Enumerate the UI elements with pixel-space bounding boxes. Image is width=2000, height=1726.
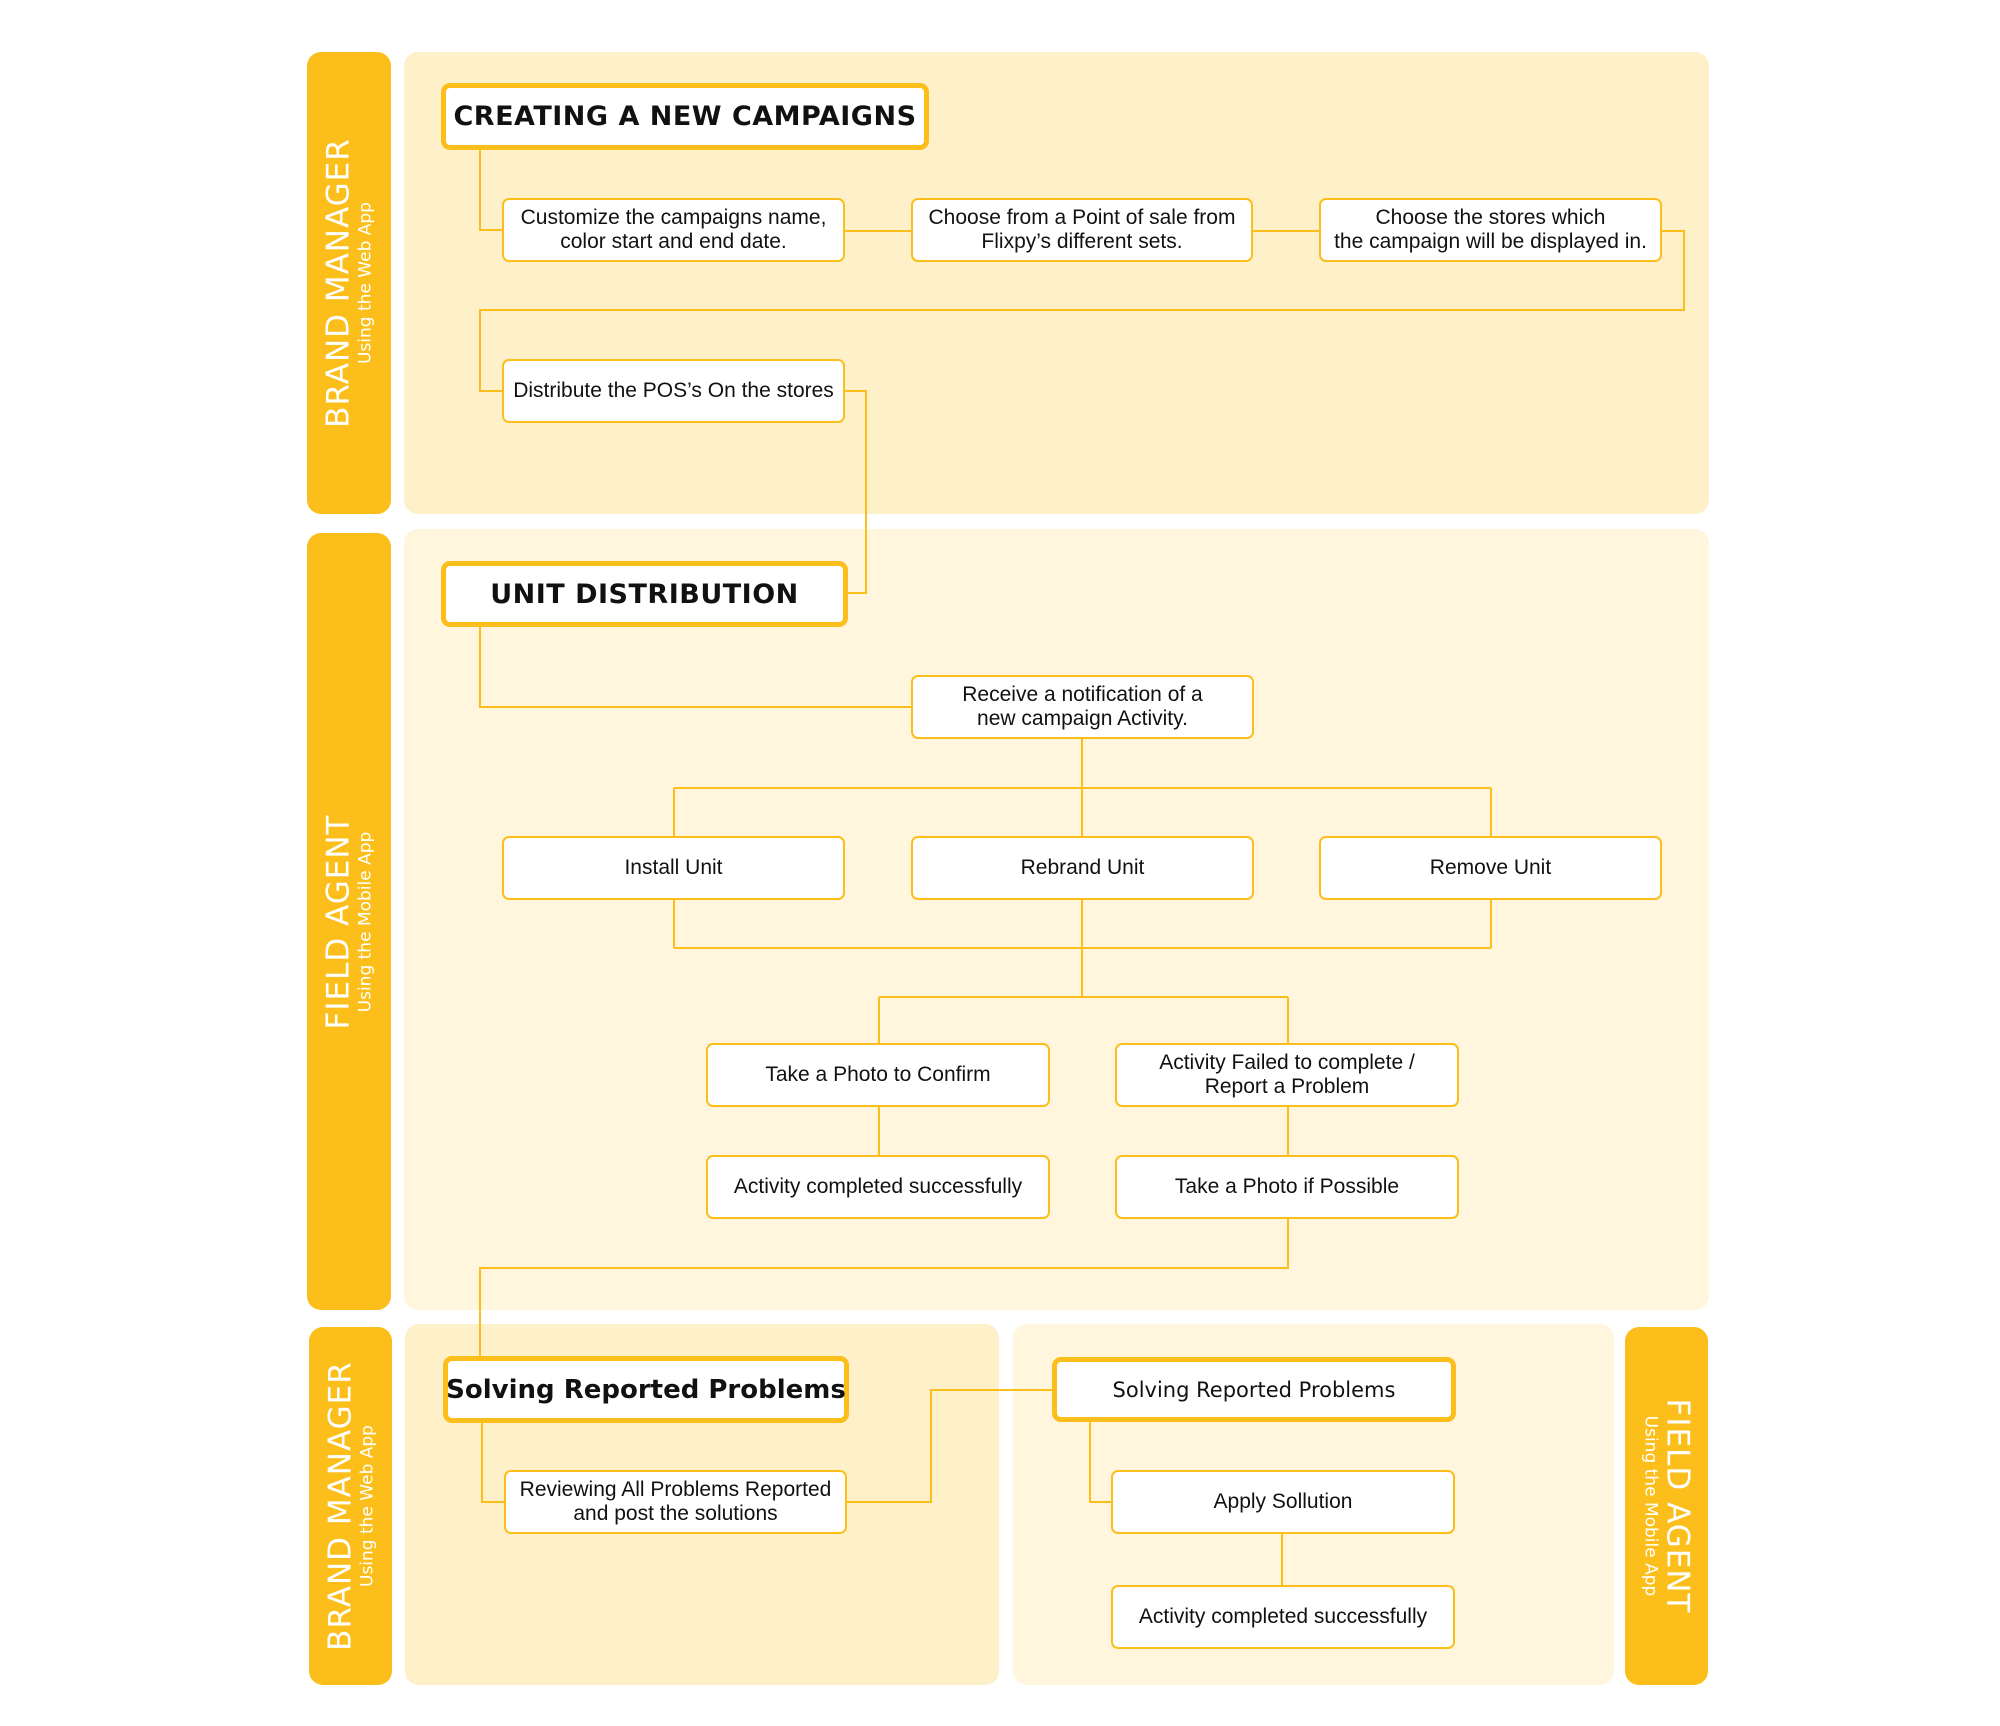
- solving-problems-manager-header: Solving Reported Problems: [443, 1356, 849, 1423]
- lane-label-field-agent-right: FIELD AGENT Using the Mobile App: [1625, 1327, 1708, 1685]
- lane-label-field-agent-middle: FIELD AGENT Using the Mobile App: [307, 533, 391, 1310]
- take-photo-possible-node: Take a Photo if Possible: [1115, 1155, 1459, 1219]
- rebrand-unit-node: Rebrand Unit: [911, 836, 1254, 900]
- activity-completed-agent-node: Activity completed successfully: [1111, 1585, 1455, 1649]
- take-photo-confirm-node: Take a Photo to Confirm: [706, 1043, 1050, 1107]
- activity-completed-node: Activity completed successfully: [706, 1155, 1050, 1219]
- lane-label-brand-manager-bottom: BRAND MANAGER Using the Web App: [309, 1327, 392, 1685]
- activity-failed-node: Activity Failed to complete / Report a P…: [1115, 1043, 1459, 1107]
- unit-distribution-header: UNIT DISTRIBUTION: [441, 561, 848, 627]
- customize-campaign-node: Customize the campaigns name, color star…: [502, 198, 845, 262]
- choose-pos-node: Choose from a Point of sale from Flixpy’…: [911, 198, 1253, 262]
- choose-stores-node: Choose the stores which the campaign wil…: [1319, 198, 1662, 262]
- creating-campaigns-header: CREATING A NEW CAMPAIGNS: [441, 83, 929, 150]
- remove-unit-node: Remove Unit: [1319, 836, 1662, 900]
- install-unit-node: Install Unit: [502, 836, 845, 900]
- distribute-pos-node: Distribute the POS’s On the stores: [502, 359, 845, 423]
- solving-problems-agent-header: Solving Reported Problems: [1052, 1357, 1456, 1422]
- apply-solution-node: Apply Sollution: [1111, 1470, 1455, 1534]
- reviewing-problems-node: Reviewing All Problems Reported and post…: [504, 1470, 847, 1534]
- notification-node: Receive a notification of a new campaign…: [911, 675, 1254, 739]
- lane-label-brand-manager-top: BRAND MANAGER Using the Web App: [307, 52, 391, 514]
